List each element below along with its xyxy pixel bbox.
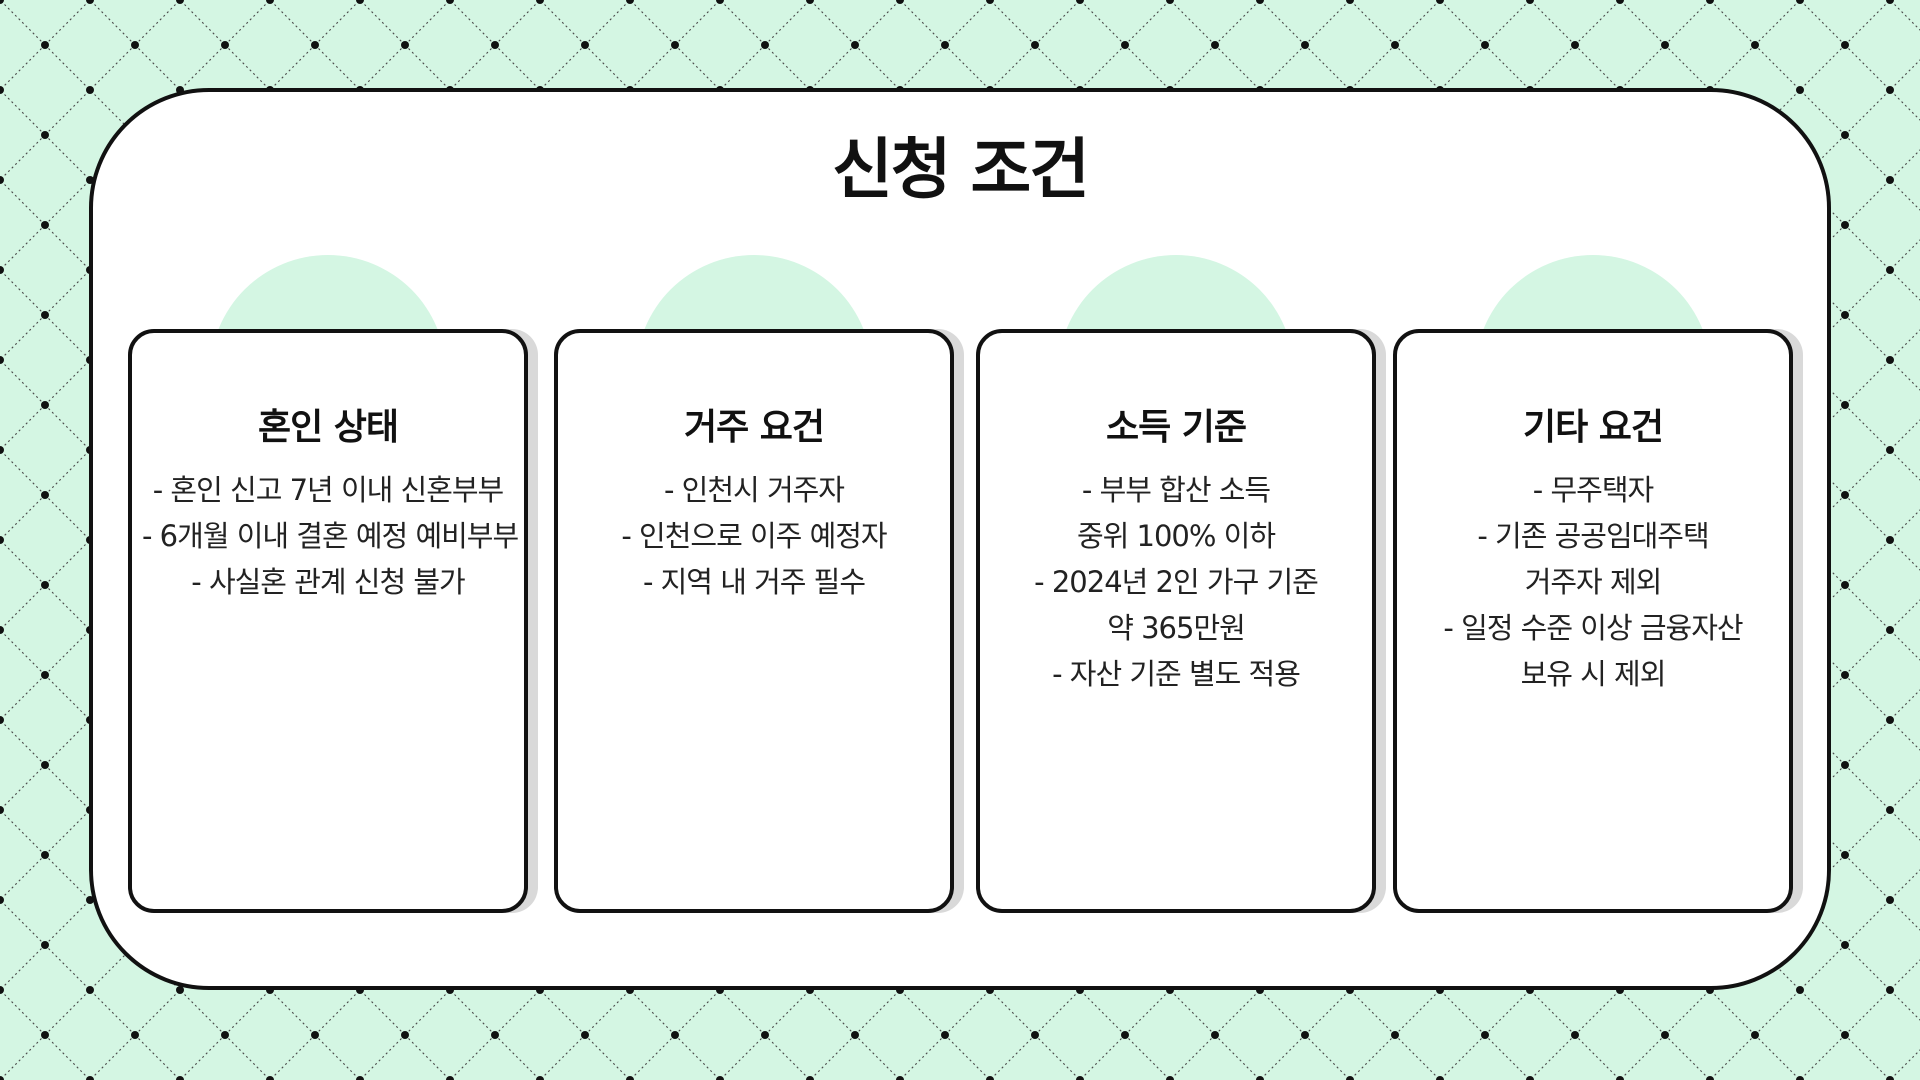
card-line: - 지역 내 거주 필수 xyxy=(642,565,866,599)
card-lines: - 부부 합산 소득 중위 100% 이하 - 2024년 2인 가구 기준 약… xyxy=(980,467,1372,697)
card-line: - 부부 합산 소득 xyxy=(1081,473,1271,507)
card-line: - 2024년 2인 가구 기준 xyxy=(1034,565,1319,599)
card-title: 소득 기준 xyxy=(1105,407,1247,448)
page-title: 신청 조건 xyxy=(832,131,1090,208)
card-line: - 일정 수준 이상 금융자산 xyxy=(1443,611,1743,645)
card-line: - 사실혼 관계 신청 불가 xyxy=(191,565,465,599)
card-title: 거주 요건 xyxy=(683,407,825,448)
card-line: - 무주택자 xyxy=(1532,473,1654,507)
card-line: - 기존 공공임대주택 xyxy=(1477,519,1709,553)
card-title: 기타 요건 xyxy=(1522,407,1664,448)
card-line: - 혼인 신고 7년 이내 신혼부부 xyxy=(152,473,505,507)
card-line: - 자산 기준 별도 적용 xyxy=(1052,657,1301,691)
card-line: 약 365만원 xyxy=(1107,611,1246,645)
card-lines: - 인천시 거주자 - 인천으로 이주 예정자 - 지역 내 거주 필수 xyxy=(558,467,950,605)
card-body: 소득 기준 - 부부 합산 소득 중위 100% 이하 - 2024년 2인 가… xyxy=(976,329,1376,913)
card-title: 혼인 상태 xyxy=(257,407,399,448)
card-marital-status: 혼인 상태 - 혼인 신고 7년 이내 신혼부부 - 6개월 이내 결혼 예정 … xyxy=(128,255,538,915)
card-body: 거주 요건 - 인천시 거주자 - 인천으로 이주 예정자 - 지역 내 거주 … xyxy=(554,329,954,913)
card-line: 보유 시 제외 xyxy=(1520,657,1667,691)
card-residence-requirement: 거주 요건 - 인천시 거주자 - 인천으로 이주 예정자 - 지역 내 거주 … xyxy=(554,255,964,915)
card-body: 혼인 상태 - 혼인 신고 7년 이내 신혼부부 - 6개월 이내 결혼 예정 … xyxy=(128,329,528,913)
card-line: 중위 100% 이하 xyxy=(1076,519,1276,553)
card-line: - 인천시 거주자 xyxy=(664,473,845,507)
card-line: 거주자 제외 xyxy=(1524,565,1663,599)
card-lines: - 혼인 신고 7년 이내 신혼부부 - 6개월 이내 결혼 예정 예비부부 -… xyxy=(132,467,524,605)
card-line: - 6개월 이내 결혼 예정 예비부부 xyxy=(142,519,519,553)
card-line: - 인천으로 이주 예정자 xyxy=(621,519,887,553)
card-body: 기타 요건 - 무주택자 - 기존 공공임대주택 거주자 제외 - 일정 수준 … xyxy=(1393,329,1793,913)
card-lines: - 무주택자 - 기존 공공임대주택 거주자 제외 - 일정 수준 이상 금융자… xyxy=(1397,467,1789,697)
card-income-criteria: 소득 기준 - 부부 합산 소득 중위 100% 이하 - 2024년 2인 가… xyxy=(976,255,1386,915)
card-other-requirements: 기타 요건 - 무주택자 - 기존 공공임대주택 거주자 제외 - 일정 수준 … xyxy=(1393,255,1803,915)
